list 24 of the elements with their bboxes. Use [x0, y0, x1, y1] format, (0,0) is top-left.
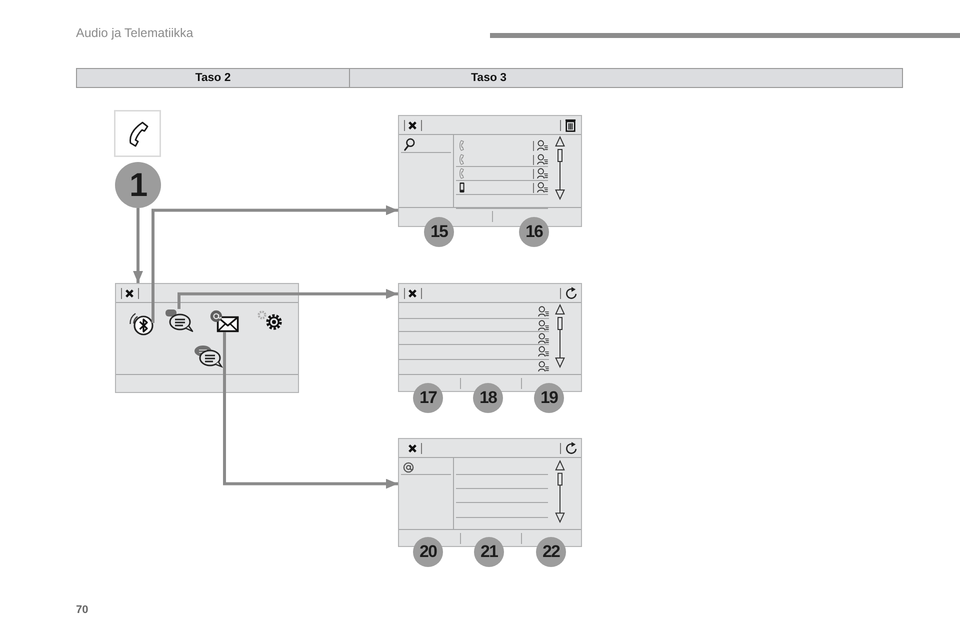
callout-number: 19 [534, 383, 564, 413]
display-screen [398, 283, 582, 392]
arrow [152, 205, 398, 323]
callout-number: 16 [519, 217, 549, 247]
display-screen [398, 115, 582, 227]
callout-number: 17 [413, 383, 443, 413]
email-icon [210, 310, 239, 332]
page-number: 70 [76, 604, 88, 616]
callout-number: 15 [424, 217, 454, 247]
table-header-cell: Taso 3 [349, 68, 903, 88]
arrow [223, 332, 398, 489]
arrow [178, 288, 398, 309]
callout-number: 21 [474, 537, 504, 567]
callout-number: 20 [413, 537, 443, 567]
callout-number: 1 [115, 162, 161, 208]
display-screen [398, 438, 582, 547]
table-header-cell: Taso 2 [76, 68, 350, 88]
bluetooth-icon [128, 310, 153, 336]
callout-number: 18 [473, 383, 503, 413]
sms-icon [165, 309, 193, 332]
callout-number: 22 [536, 537, 566, 567]
running-header: Audio ja Telematiikka [76, 26, 194, 40]
display-screen [115, 283, 299, 393]
arrow [133, 208, 143, 283]
